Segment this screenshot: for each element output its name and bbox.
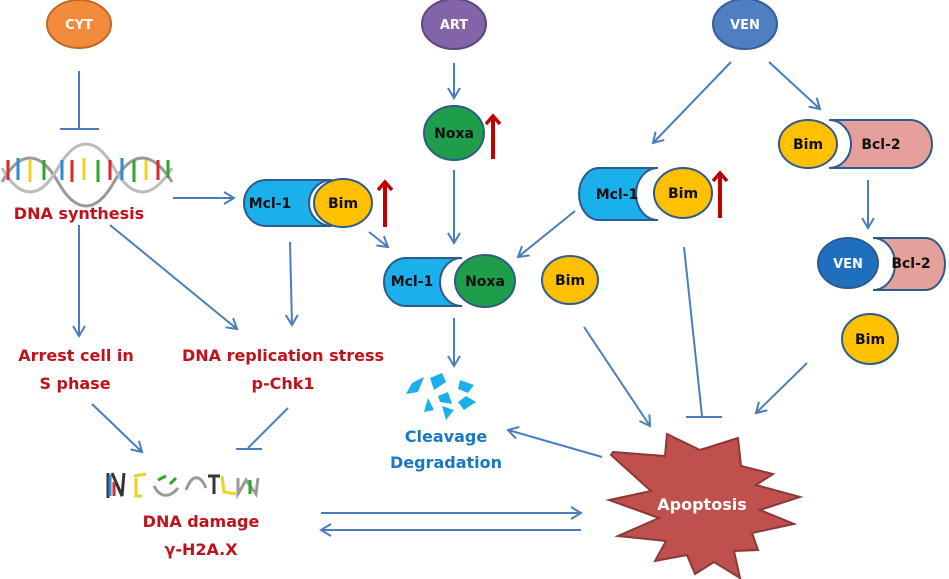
mcl1-shape [578,167,659,221]
node-apoptosis[interactable]: Apoptosis [605,432,804,579]
noxa-shape [454,254,516,308]
apoptosis-label: Apoptosis [657,495,746,514]
node-bim-free-center[interactable]: Bim [541,255,599,305]
noxa-label: Noxa [465,274,505,290]
bim-label: Bim [855,332,885,348]
bim-shape [778,119,838,169]
edges [60,61,875,537]
bim-label: Bim [668,186,698,202]
bim-label: Bim [328,196,358,212]
complex-mcl1-noxa[interactable]: Mcl-1 Noxa [383,254,516,308]
stress-label-line1: DNA replication stress [182,346,384,365]
edge-stress-inhibits-damage [247,407,289,449]
edge-apoptosis-to-cleavage [506,426,603,458]
bim-shape [841,313,899,365]
arrest-label-line2: S phase [39,374,110,393]
node-bim-free-right[interactable]: Bim [841,313,899,365]
edge-mcl1-bim-to-mcl1-noxa [368,231,390,249]
drug-ven-label: VEN [730,18,760,33]
bim-shape [541,255,599,305]
bim-shape [313,178,373,228]
edge-bim-to-apoptosis [583,326,652,428]
edge-dna-synthesis-to-stress [109,224,239,331]
ven-label: VEN [833,257,863,272]
bim-shape [653,167,713,219]
edge-ven-to-mcl1-bim-right [651,61,732,145]
complex-mcl1-bim-right[interactable]: Mcl-1 Bim [578,167,713,221]
cleavage-label-line2: Degradation [390,453,502,472]
complex-mcl1-bim-left[interactable]: Mcl-1 Bim [243,178,373,228]
drug-ven-shape [712,0,778,50]
edge-mcl1-bim-inhibits-apoptosis [683,246,703,417]
broken-dna-icon [106,472,260,500]
bim-label: Bim [555,273,585,289]
drug-art-label: ART [440,18,468,33]
drug-cyt-shape [46,0,112,49]
damage-label-line1: DNA damage [143,512,260,531]
drug-cyt-label: CYT [65,18,93,33]
edge-bim-right-to-apoptosis [754,362,808,415]
stress-label-line2: p-Chk1 [252,374,315,393]
edge-mcl1-bim-to-stress [284,241,299,327]
dna-helix-icon [0,142,174,208]
edge-mcl1-bim-right-to-mcl1-noxa [516,210,576,259]
edge-arrest-to-damage [91,403,144,454]
apoptosis-starburst-shape [605,432,804,579]
noxa-shape [423,105,485,161]
mcl1-label: Mcl-1 [391,274,434,290]
dna-synthesis-label: DNA synthesis [14,204,144,223]
mcl1-shape [383,257,463,307]
noxa-label: Noxa [434,126,474,142]
bim-label: Bim [793,137,823,153]
bcl2-label: Bcl-2 [861,137,900,153]
edge-ven-to-bim-bcl2 [768,61,822,111]
ven-shape [817,237,879,289]
node-noxa[interactable]: Noxa [423,105,485,161]
bcl2-shape [872,237,946,291]
drug-cyt[interactable]: CYT [46,0,112,49]
bcl2-shape [828,119,933,169]
arrest-label-line1: Arrest cell in [18,346,134,365]
drug-ven[interactable]: VEN [712,0,778,50]
cleavage-fragments-icon [406,373,476,420]
damage-label-line2: γ-H2A.X [164,540,238,559]
complex-bim-bcl2[interactable]: Bcl-2 Bim [778,119,933,169]
bcl2-label: Bcl-2 [891,256,930,272]
drug-art-shape [421,0,487,50]
mcl1-label: Mcl-1 [249,196,292,212]
complex-ven-bcl2[interactable]: Bcl-2 VEN [817,237,946,291]
drug-art[interactable]: ART [421,0,487,50]
mcl1-label: Mcl-1 [596,187,639,203]
cleavage-label-line1: Cleavage [405,427,488,446]
